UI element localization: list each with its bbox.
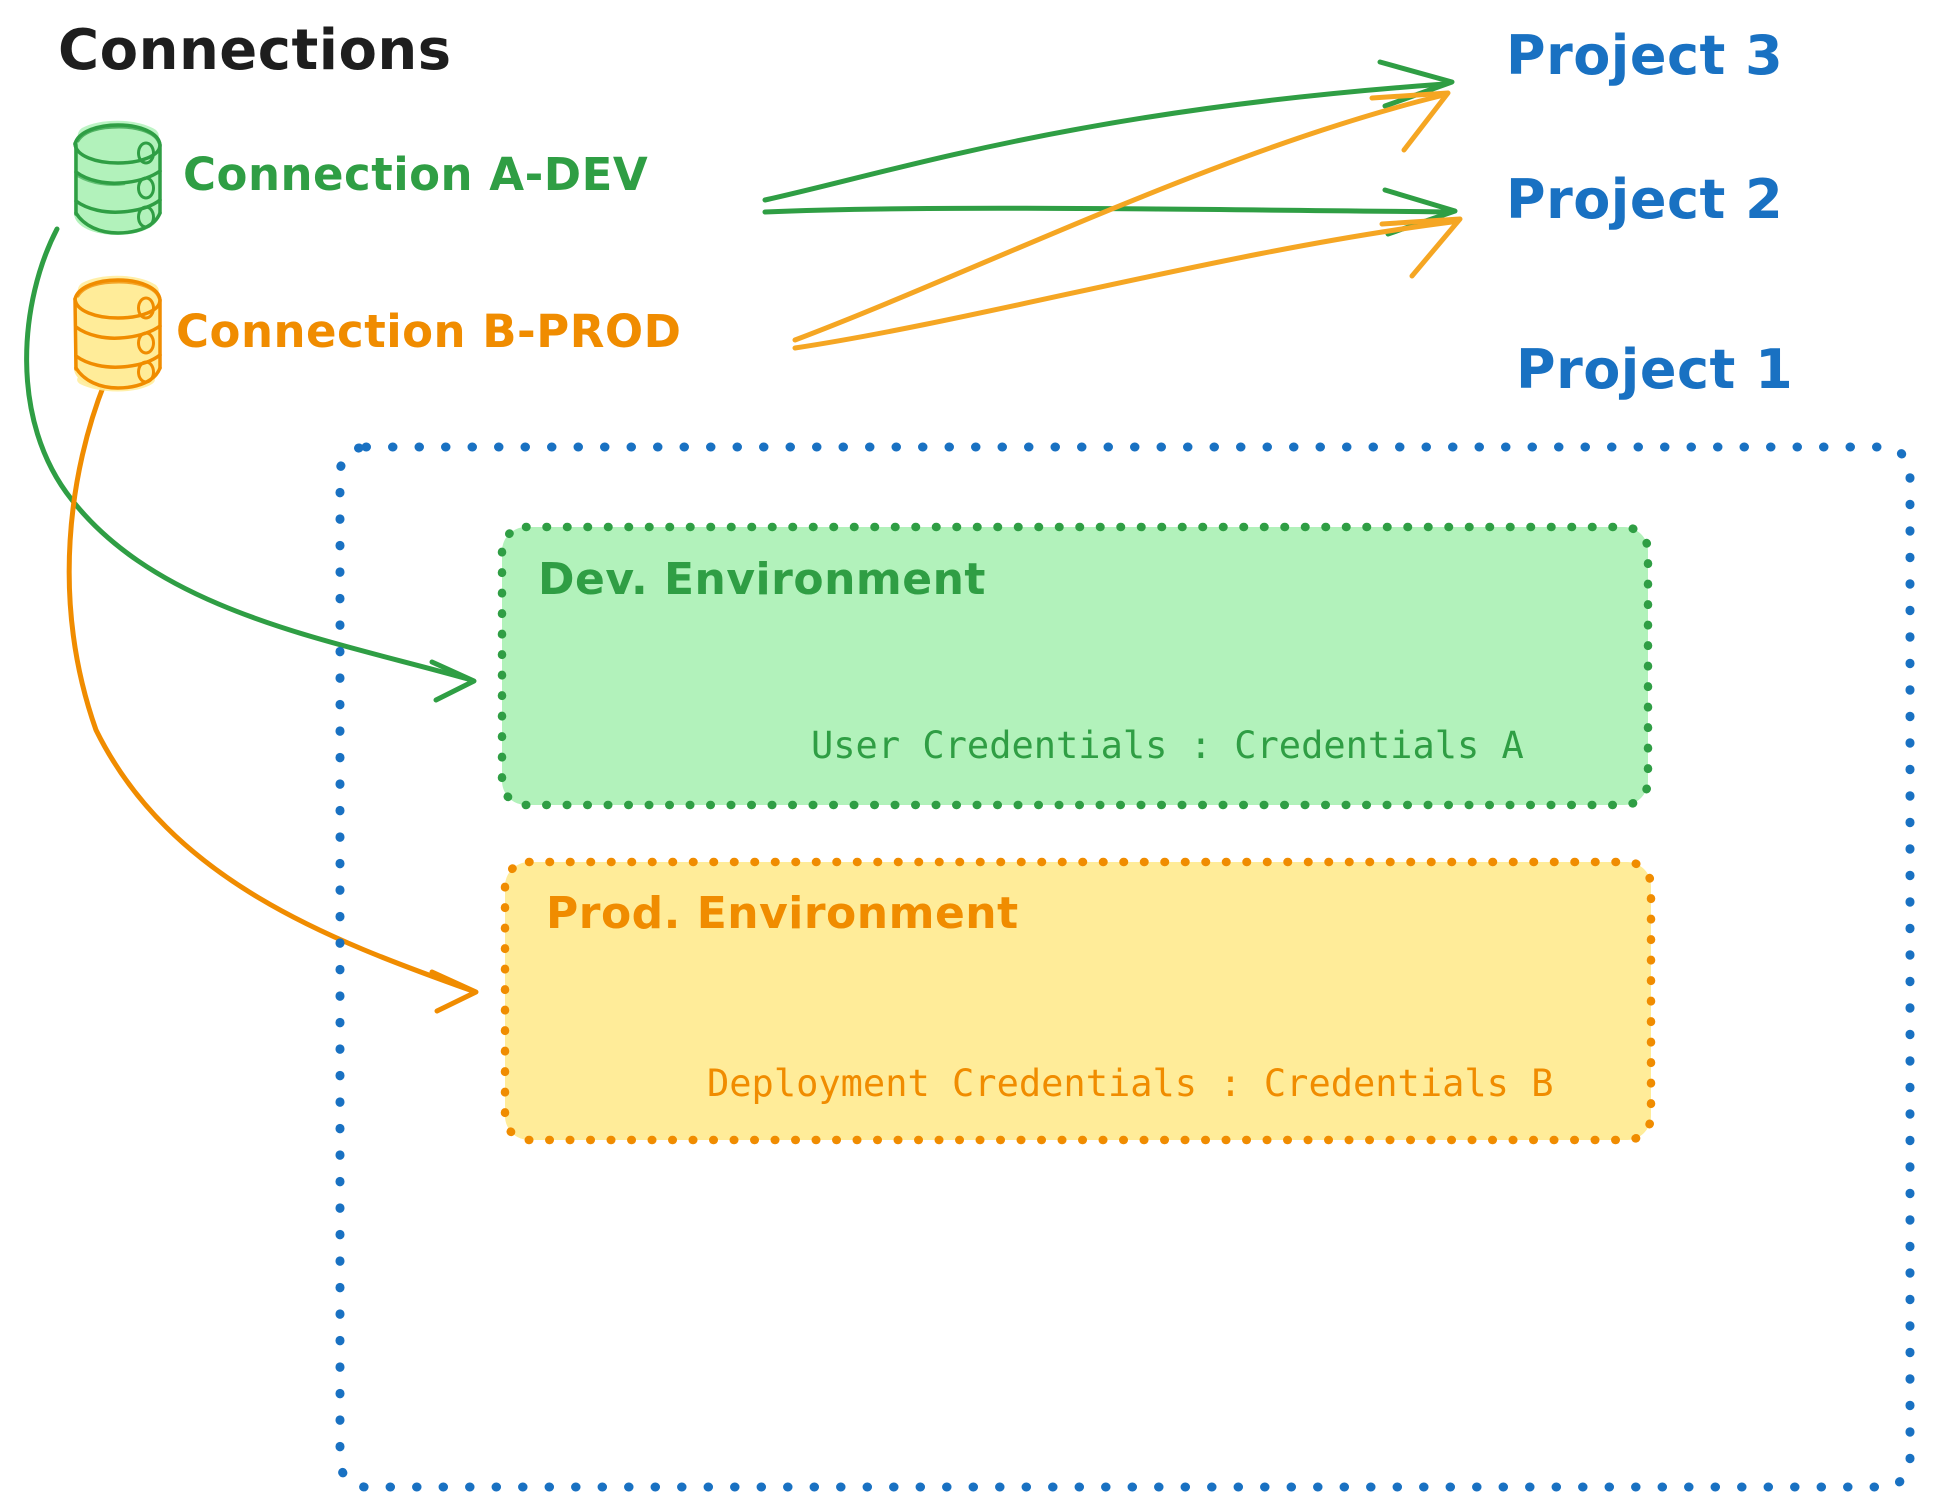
- page-title: Connections: [58, 18, 452, 83]
- dev-environment-title: Dev. Environment: [538, 554, 986, 605]
- project-1-label[interactable]: Project 1: [1516, 338, 1794, 401]
- database-icon-connection-b-prod[interactable]: [73, 275, 162, 392]
- project-1-container: [335, 442, 1915, 1492]
- prod-environment-box: [500, 857, 1656, 1145]
- connection-a-dev-label[interactable]: Connection A-DEV: [183, 148, 649, 201]
- edge-b-prod-to-project-2: [792, 216, 1463, 351]
- project-2-label[interactable]: Project 2: [1506, 168, 1784, 231]
- dev-environment-box: [497, 522, 1653, 810]
- edge-a-dev-to-project-3: [762, 59, 1455, 203]
- edge-b-prod-to-prod-environment: [66, 379, 479, 1014]
- prod-environment-credentials: Deployment Credentials : Credentials B: [707, 1062, 1554, 1105]
- project-3-label[interactable]: Project 3: [1506, 24, 1784, 87]
- edge-a-dev-to-dev-environment: [24, 226, 477, 703]
- edge-b-prod-to-project-3: [792, 90, 1451, 343]
- connection-b-prod-label[interactable]: Connection B-PROD: [176, 305, 682, 358]
- database-icon-connection-a-dev[interactable]: [73, 120, 162, 235]
- dev-environment-credentials: User Credentials : Credentials A: [811, 724, 1524, 767]
- prod-environment-title: Prod. Environment: [546, 888, 1019, 939]
